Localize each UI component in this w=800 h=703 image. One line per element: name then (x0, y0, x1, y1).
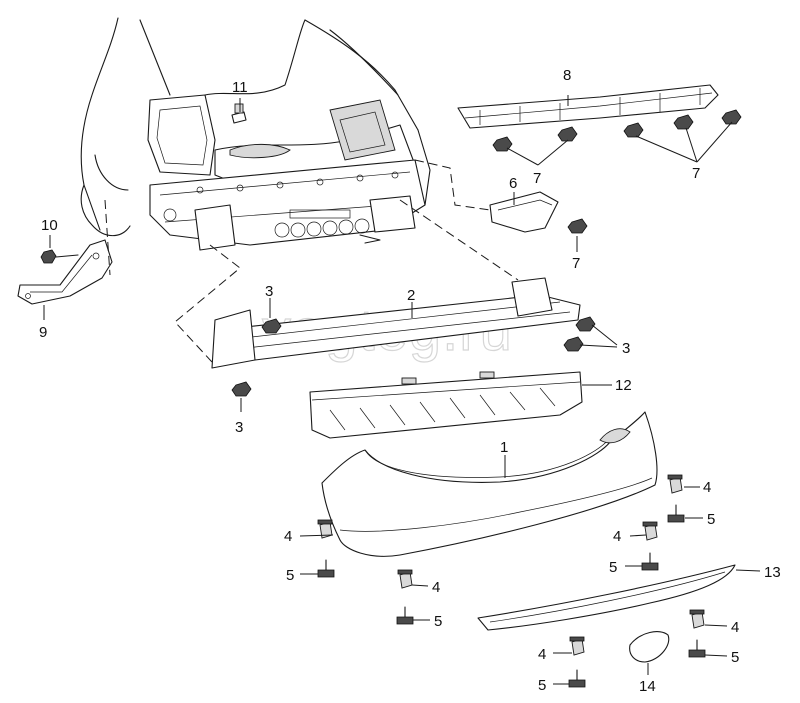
callout-5: 5 (538, 677, 546, 694)
callout-1: 1 (500, 439, 508, 456)
callout-14: 14 (639, 678, 656, 695)
part-11-grommet (231, 103, 247, 124)
callout-9: 9 (39, 324, 47, 341)
part-12-energy-absorber (309, 371, 583, 439)
assembly-guide-lines (104, 159, 519, 363)
callout-7: 7 (692, 165, 700, 182)
callout-7: 7 (572, 255, 580, 272)
callout-4: 4 (703, 479, 711, 496)
callout-2: 2 (407, 287, 415, 304)
callout-3: 3 (622, 340, 630, 357)
callout-3: 3 (265, 283, 273, 300)
callout-10: 10 (41, 217, 58, 234)
callout-5: 5 (731, 649, 739, 666)
clips-4 (317, 474, 705, 656)
callout-5: 5 (707, 511, 715, 528)
callout-12: 12 (615, 377, 632, 394)
callout-13: 13 (764, 564, 781, 581)
part-8-carrier-bracket (457, 84, 719, 129)
nuts-3 (231, 316, 596, 397)
callout-11: 11 (232, 79, 248, 96)
callout-5: 5 (434, 613, 442, 630)
callout-4: 4 (538, 646, 546, 663)
callout-4: 4 (284, 528, 292, 545)
part-13-lower-trim (477, 564, 736, 631)
callout-3: 3 (235, 419, 243, 436)
screws-5 (317, 504, 706, 688)
callout-5: 5 (286, 567, 294, 584)
vehicle-rear-body (80, 17, 431, 251)
part-9-side-bracket (17, 239, 113, 305)
callout-7: 7 (533, 170, 541, 187)
leader-lines (43, 95, 761, 685)
part-14-tow-hook-cover (629, 631, 670, 663)
callout-5: 5 (609, 559, 617, 576)
callout-8: 8 (563, 67, 571, 84)
part-6-guide-bracket (489, 191, 559, 233)
callout-labels: 1 2 3 3 3 4 4 4 4 4 4 5 5 5 5 5 5 6 7 7 … (39, 67, 781, 695)
callout-4: 4 (432, 579, 440, 596)
callout-4: 4 (731, 619, 739, 636)
callout-6: 6 (509, 175, 517, 192)
nuts-7 (492, 109, 742, 234)
callout-4: 4 (613, 528, 621, 545)
part-2-reinforcement-bar (211, 277, 581, 369)
part-10-bolt (40, 249, 79, 264)
part-1-bumper-cover (321, 411, 658, 557)
